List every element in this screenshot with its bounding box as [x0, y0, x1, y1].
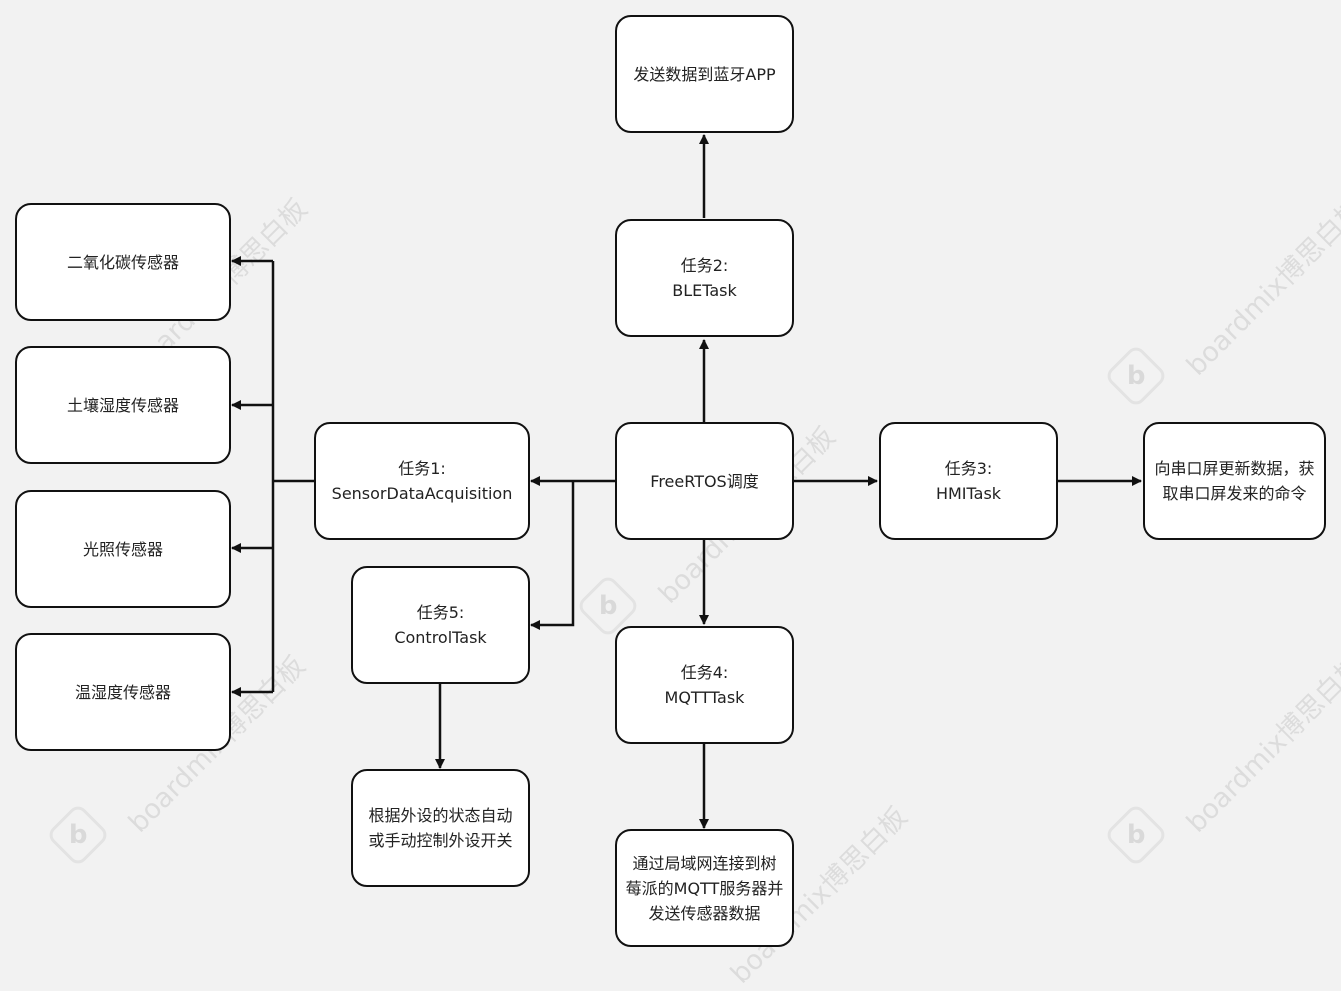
node-text-line: HMITask — [935, 484, 1002, 503]
node-text-line: 任务1: — [398, 459, 446, 478]
node-text-line: 通过局域网连接到树 — [632, 853, 777, 873]
diagram-canvas: b boardmix博思白板 b boardmix博思白板 b boardmix… — [15, 15, 1341, 990]
node-text-line: 温湿度传感器 — [74, 682, 171, 702]
node-text-line: 根据外设的状态自动 — [368, 806, 513, 825]
node-text-line: BLETask — [672, 281, 737, 300]
node-text-line: 莓派的MQTT服务器并 — [625, 878, 784, 898]
node-text-line: FreeRTOS调度 — [650, 471, 759, 491]
connector-scheduler-task5 — [530, 481, 575, 630]
node-text-line: 土壤湿度传感器 — [66, 395, 179, 415]
node-text-line: 发送数据到蓝牙APP — [633, 64, 776, 84]
node-text-line: SensorDataAcquisition — [331, 484, 513, 503]
node-text-line: 任务2: — [680, 256, 729, 275]
light-sensor-node: 光照传感器 — [15, 490, 231, 608]
scheduler-node: FreeRTOS调度 — [615, 422, 794, 540]
task3-node: 任务3: HMITask — [879, 422, 1058, 540]
hmi-desc-node: 向串口屏更新数据，获取串口屏发来的命令 — [1143, 422, 1326, 540]
node-text-line: 二氧化碳传感器 — [66, 252, 179, 272]
node-text-line: 取串口屏发来的命令 — [1162, 484, 1307, 503]
node-text-line: 任务3: — [944, 459, 993, 478]
mqtt-desc-node: 通过局域网连接到树莓派的MQTT服务器并发送传感器数据 — [615, 829, 794, 947]
task1-node: 任务1: SensorDataAcquisition — [314, 422, 530, 540]
node-text-line: 任务4: — [680, 663, 729, 682]
node-text-line: 光照传感器 — [82, 539, 163, 559]
node-text-line: 向串口屏更新数据，获 — [1154, 459, 1315, 478]
co2-sensor-node: 二氧化碳传感器 — [15, 203, 231, 321]
connectors — [231, 134, 1142, 829]
task4-node: 任务4: MQTTTask — [615, 626, 794, 744]
node-text-line: MQTTTask — [664, 688, 745, 707]
node-text-line: ControlTask — [394, 628, 487, 647]
task5-node: 任务5: ControlTask — [351, 566, 530, 684]
node-text-line: 或手动控制外设开关 — [368, 831, 513, 850]
soil-sensor-node: 土壤湿度传感器 — [15, 346, 231, 464]
node-text-line: 发送传感器数据 — [648, 903, 761, 923]
ble-desc-node: 发送数据到蓝牙APP — [615, 15, 794, 133]
temp-humidity-sensor-node: 温湿度传感器 — [15, 633, 231, 751]
task2-node: 任务2: BLETask — [615, 219, 794, 337]
control-desc-node: 根据外设的状态自动或手动控制外设开关 — [351, 769, 530, 887]
node-text-line: 任务5: — [416, 603, 465, 622]
